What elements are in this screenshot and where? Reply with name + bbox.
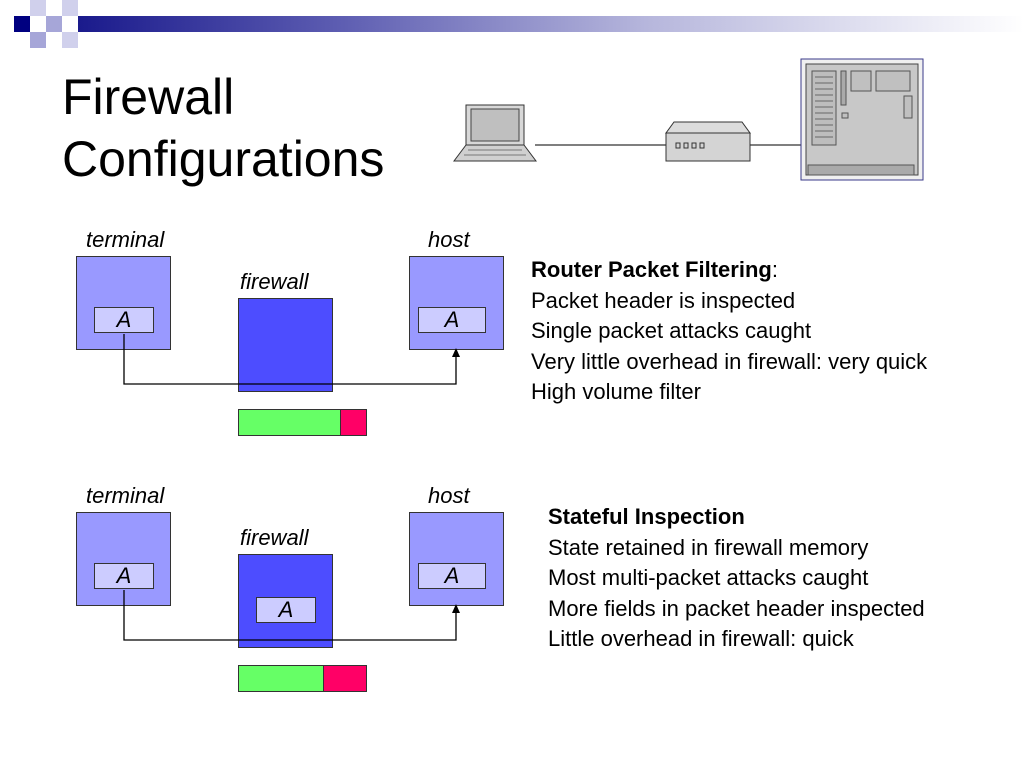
title-line: Configurations [62, 131, 385, 187]
server-icon [800, 58, 924, 181]
router-icon [665, 121, 751, 162]
gauge-overhead-segment [324, 666, 366, 691]
firewall-node [238, 554, 333, 648]
host-label: host [428, 483, 470, 508]
deco-square [14, 16, 30, 32]
description-line: Very little overhead in firewall: very q… [531, 348, 928, 374]
network-illustration [453, 58, 924, 181]
laptop-icon [453, 104, 537, 162]
host-app-box: A [418, 307, 486, 333]
deco-square [62, 0, 78, 16]
description-line: Most multi-packet attacks caught [548, 565, 869, 591]
description-line: Packet header is inspected [531, 287, 796, 313]
packet-filtering-description: Router Packet Filtering: Packet header i… [531, 255, 927, 408]
deco-square [30, 0, 46, 16]
host-label: host [428, 227, 470, 252]
host-app-box: A [418, 563, 486, 589]
header-gradient-bar [78, 16, 1024, 32]
terminal-label: terminal [86, 227, 165, 252]
firewall-node [238, 298, 333, 392]
deco-square [46, 16, 62, 32]
description-line: More fields in packet header inspected [548, 595, 925, 621]
title-line: Firewall [62, 69, 235, 125]
host-node [409, 256, 504, 350]
gauge-overhead-segment [340, 410, 366, 435]
deco-square [62, 32, 78, 48]
gauge-pass-segment [239, 666, 325, 691]
deco-square [30, 32, 46, 48]
description-heading: Router Packet Filtering: [531, 255, 927, 286]
overhead-gauge [238, 665, 367, 692]
firewall-label: firewall [240, 525, 309, 550]
stateful-inspection-description: Stateful Inspection State retained in fi… [548, 502, 925, 655]
terminal-label: terminal [86, 483, 165, 508]
connection-arrow [123, 334, 460, 385]
description-line: High volume filter [531, 379, 701, 405]
firewall-app-box: A [256, 597, 316, 623]
connection-arrow [123, 590, 460, 641]
overhead-gauge [238, 409, 367, 436]
description-heading: Stateful Inspection [548, 502, 925, 533]
description-title: Router Packet Filtering [531, 257, 772, 282]
terminal-app-box: A [94, 563, 154, 589]
terminal-app-box: A [94, 307, 154, 333]
host-node [409, 512, 504, 606]
description-line: State retained in firewall memory [548, 534, 869, 560]
description-title-suffix: : [771, 257, 778, 282]
firewall-label: firewall [240, 269, 309, 294]
description-line: Little overhead in firewall: quick [548, 626, 854, 652]
gauge-pass-segment [239, 410, 341, 435]
slide-title: Firewall Configurations [62, 66, 462, 190]
description-title: Stateful Inspection [548, 504, 745, 529]
description-line: Single packet attacks caught [531, 318, 812, 344]
